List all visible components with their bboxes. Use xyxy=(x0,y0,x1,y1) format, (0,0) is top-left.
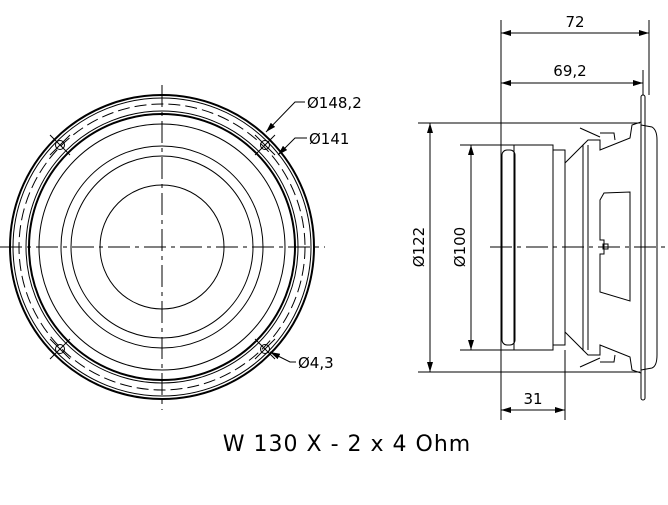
dim-total-depth: 72 xyxy=(565,13,584,31)
side-view: 72 69,2 31 Ø122 Ø100 xyxy=(410,13,668,420)
mounting-hole xyxy=(55,140,65,150)
front-view: Ø148,2 Ø141 Ø4,3 xyxy=(0,85,362,410)
drawing-title: W 130 X - 2 x 4 Ohm xyxy=(223,432,471,457)
dim-mount-depth: 69,2 xyxy=(553,62,586,80)
dim-bolt-circle: Ø141 xyxy=(309,130,349,148)
dim-outer-diameter: Ø148,2 xyxy=(307,94,362,112)
dim-hole-diameter: Ø4,3 xyxy=(298,354,334,372)
dim-magnet-diameter: Ø100 xyxy=(451,227,469,267)
mounting-hole xyxy=(55,344,65,354)
mounting-hole xyxy=(260,344,270,354)
mounting-hole xyxy=(260,140,270,150)
dim-basket-diameter: Ø122 xyxy=(410,227,428,267)
dim-magnet-depth: 31 xyxy=(523,390,542,408)
